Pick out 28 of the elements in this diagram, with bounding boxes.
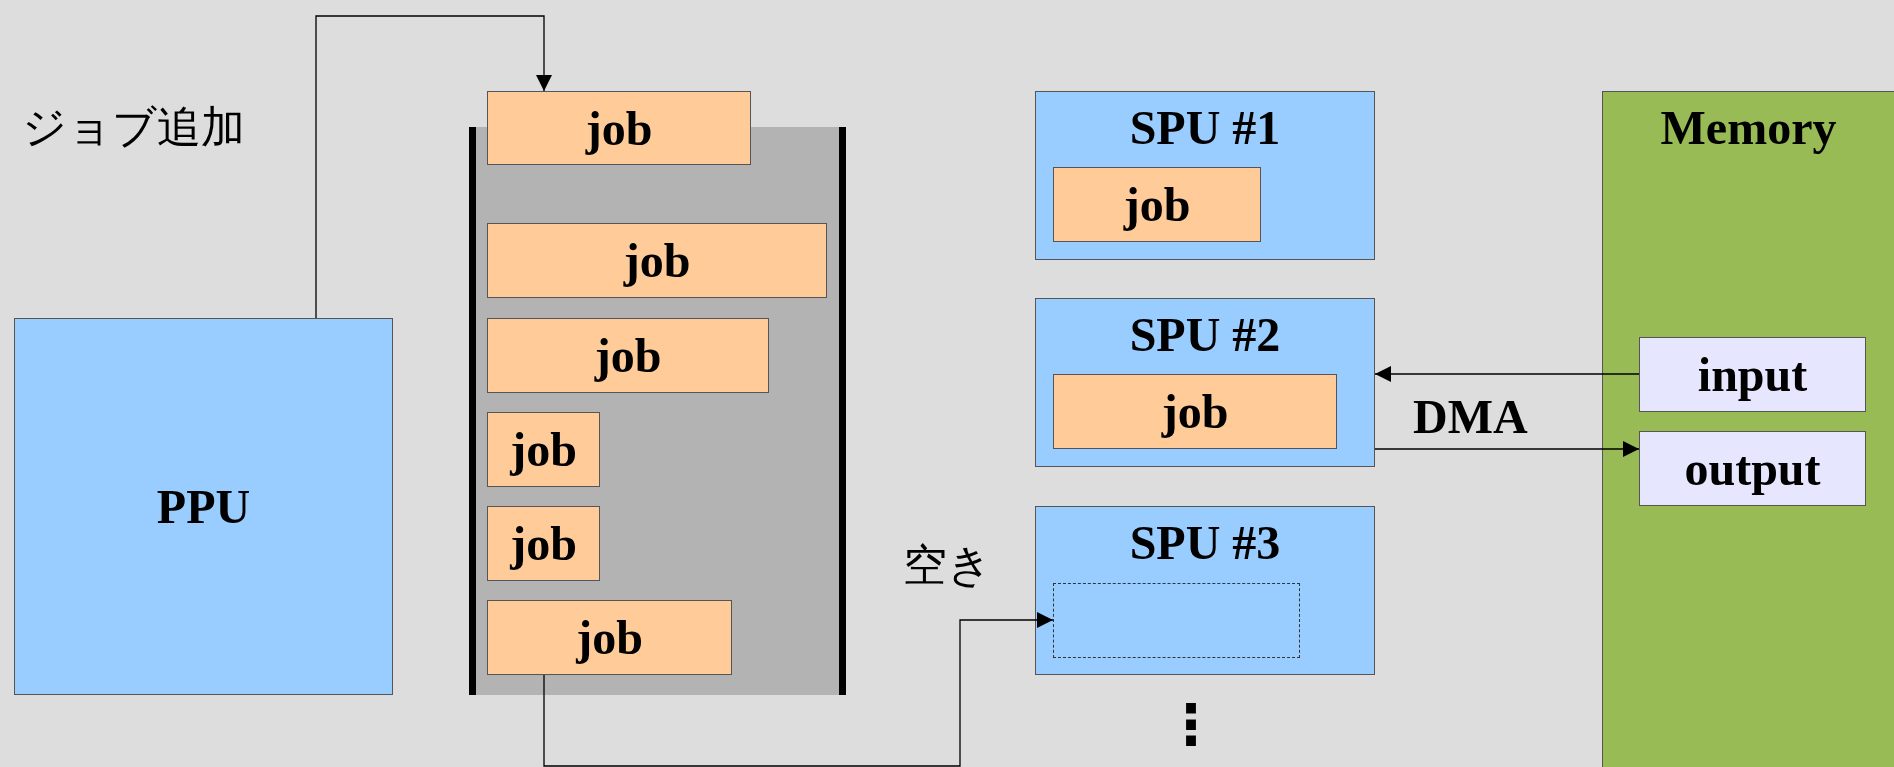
arrow [315, 15, 552, 319]
job-box: job [1053, 167, 1261, 242]
memory-title: Memory [1659, 100, 1838, 156]
spu-title: SPU #1 [1128, 100, 1282, 156]
spu-box [1035, 91, 1375, 260]
job-box: job [487, 506, 600, 581]
annotation-text: ジョブ追加 [22, 100, 245, 154]
job-box: job [1053, 374, 1337, 449]
dma-label: DMA [1413, 389, 1528, 444]
annotation-text: 空き [903, 538, 992, 592]
arrow [543, 612, 1054, 767]
arrow [1374, 441, 1640, 457]
job-box: job [487, 91, 751, 165]
buffer-box: input [1639, 337, 1866, 412]
job-box: job [487, 600, 732, 675]
job-box: job [487, 223, 827, 298]
spu-box [1035, 506, 1375, 675]
ppu-box: PPU [14, 318, 393, 695]
ellipsis-mark: ⋮ [1163, 692, 1219, 757]
buffer-box: output [1639, 431, 1866, 506]
spu-title: SPU #2 [1128, 307, 1282, 363]
job-box: job [487, 318, 769, 393]
spu-title: SPU #3 [1128, 515, 1282, 571]
arrow [1374, 366, 1640, 382]
empty-slot-box [1053, 583, 1300, 658]
spu-box [1035, 298, 1375, 467]
memory-box [1602, 91, 1894, 767]
job-box: job [487, 412, 600, 487]
